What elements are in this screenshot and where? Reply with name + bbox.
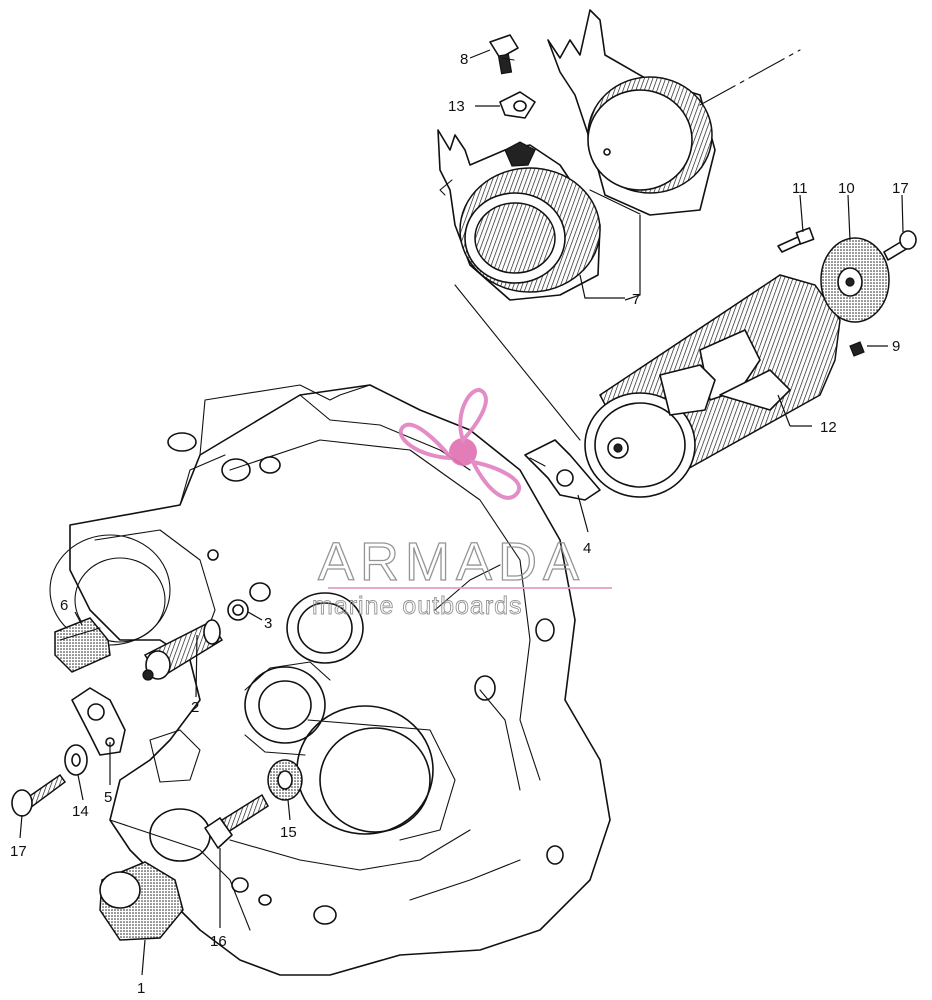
- callout-7: 7: [632, 291, 640, 308]
- leader-lines: [19, 49, 904, 976]
- shift-clip: [499, 91, 536, 119]
- callout-5: 5: [104, 789, 112, 806]
- gearshift-spindle: [142, 619, 224, 681]
- shift-fork-front: [437, 129, 601, 301]
- watermark-title: ARMADA: [318, 532, 585, 592]
- drum-stopper-plate: [524, 439, 601, 501]
- callout-2: 2: [191, 699, 199, 716]
- callout-12: 12: [820, 419, 837, 436]
- watermark: ARMADA marine outboards: [312, 388, 612, 620]
- neutral-switch: [54, 617, 111, 673]
- plate-screw-left: [11, 773, 67, 817]
- case-bolt: [204, 793, 269, 849]
- callout-1: 1: [137, 980, 145, 997]
- callout-8: 8: [460, 51, 468, 68]
- callout-13: 13: [448, 98, 465, 115]
- callout-14: 14: [72, 803, 89, 820]
- callout-16: 16: [210, 933, 227, 950]
- shift-fork-rear: [547, 9, 716, 216]
- cam-plate-bolt-right: [883, 230, 917, 261]
- shift-drum: [584, 274, 841, 498]
- callout-3: 3: [264, 615, 272, 632]
- oil-filler-cap: [99, 861, 184, 941]
- drum-pin: [849, 341, 865, 357]
- plate-washer: [64, 744, 88, 776]
- callout-17-right: 17: [892, 180, 909, 197]
- shift-pin-bolt: [489, 34, 519, 75]
- callout-11: 11: [792, 180, 808, 197]
- drum-cam-plate: [820, 237, 890, 323]
- spindle-plate: [71, 687, 126, 756]
- callout-9: 9: [892, 338, 900, 355]
- propeller-logo-icon: [398, 388, 522, 500]
- callout-6: 6: [60, 597, 68, 614]
- callout-10: 10: [838, 180, 855, 197]
- callout-4: 4: [583, 540, 591, 557]
- drum-center-bolt: [777, 227, 815, 253]
- drain-washer: [267, 759, 303, 801]
- watermark-subtitle: marine outboards: [312, 592, 523, 620]
- callout-numbers: 8 13 11 10 17 9 12 7 4 6 3 2 5 14 17 15 …: [10, 51, 909, 997]
- spindle-washer: [227, 599, 249, 621]
- callout-15: 15: [280, 824, 297, 841]
- callout-17-left: 17: [10, 843, 27, 860]
